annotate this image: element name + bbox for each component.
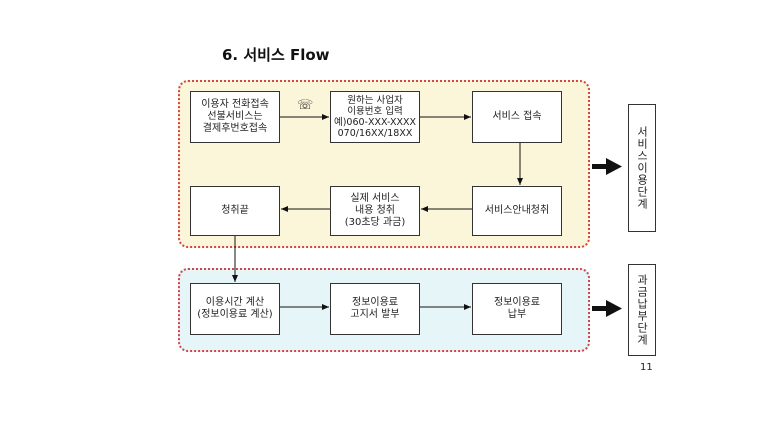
payment-box: 정보이용료 납부	[472, 283, 562, 335]
service-guide-box: 서비스안내청취	[472, 186, 562, 236]
stage-arrow-service-use	[592, 158, 622, 175]
stage-arrow-billing	[592, 300, 622, 317]
usage-calc-box: 이용시간 계산 (정보이용료 계산)	[190, 283, 280, 335]
service-use-stage-label: 서비스이용단계	[628, 104, 656, 232]
bill-issue-box: 정보이용료 고지서 발부	[330, 283, 420, 335]
call-end-box: 청취끝	[190, 186, 280, 236]
user-connect-box: 이용자 전화접속 선불서비스는 결제후번호접속	[190, 91, 280, 143]
service-connect-box: 서비스 접속	[472, 91, 562, 143]
billing-stage-label: 과금납부단계	[628, 264, 656, 356]
actual-service-box: 실제 서비스 내용 청취 (30초당 과금)	[330, 186, 420, 236]
phone-icon: ☏	[297, 98, 314, 113]
enter-number-box: 원하는 사업자 이용번호 입력 예)060-XXX-XXXX 070/16XX/…	[330, 91, 420, 143]
page-number: 11	[640, 362, 653, 373]
page-title: 6. 서비스 Flow	[222, 46, 330, 64]
